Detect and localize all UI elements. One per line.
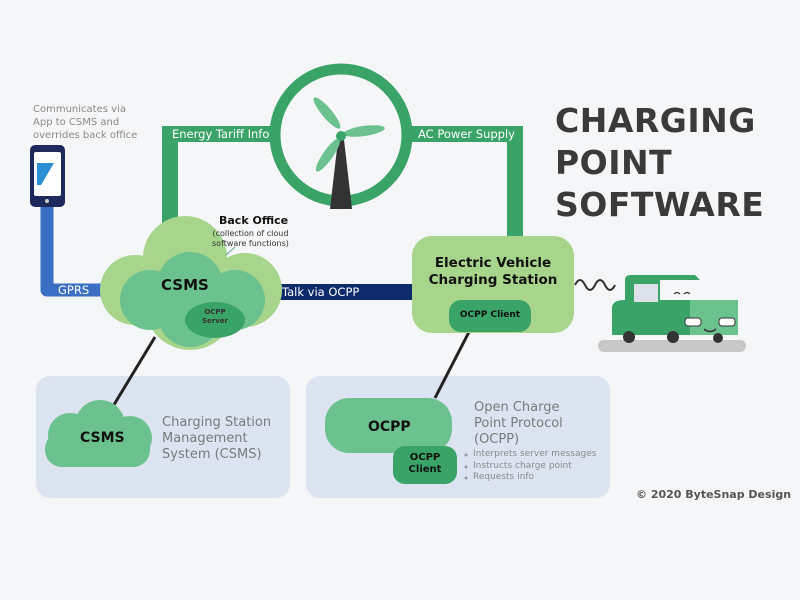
desc-line: Charging Station [162, 415, 272, 430]
csms-cloud [100, 216, 282, 350]
desc-line: software functions) [212, 239, 289, 248]
note-line: overrides back office [33, 130, 138, 141]
wind-turbine-icon [269, 63, 413, 209]
desc-line: Open Charge [474, 400, 560, 415]
note-line: App to CSMS and [33, 117, 120, 128]
ac-power-label: AC Power Supply [418, 127, 515, 141]
desc-line: Management [162, 431, 248, 446]
cable [574, 279, 616, 291]
ocpp-link [270, 284, 415, 300]
gprs-link [40, 200, 120, 297]
ocpp-client-label: OCPP Client [459, 310, 521, 320]
phone-note: Communicates via App to CSMS and overrid… [33, 103, 137, 142]
note-line: Communicates via [33, 104, 126, 115]
bullet-dots [464, 453, 468, 480]
connector-line [433, 329, 472, 399]
server-line: Server [201, 317, 228, 325]
ocpp-legend-shape [325, 398, 452, 453]
desc-line: (collection of cloud [212, 229, 289, 238]
client-line: OCPP [409, 452, 441, 463]
energy-tariff-label: Energy Tariff Info [172, 127, 270, 141]
desc-line: (OCPP) [474, 432, 520, 447]
gprs-label: GPRS [58, 283, 90, 297]
connector-line [110, 336, 157, 409]
client-line: Client [408, 464, 442, 475]
bullet-item: Instructs charge point [473, 460, 572, 471]
csms-legend-desc: Charging Station Management System (CSMS… [162, 415, 271, 463]
title-line: CHARGING [555, 101, 756, 140]
ocpp-client-legend-label: OCPP Client [393, 452, 457, 476]
back-office-desc: (collection of cloud software functions) [212, 229, 289, 249]
talk-ocpp-label: Talk via OCPP [282, 285, 360, 299]
ocpp-client-badge [449, 300, 531, 332]
back-office-title: Back Office [219, 214, 289, 227]
csms-label: CSMS [161, 276, 209, 294]
station-line: Electric Vehicle [434, 255, 552, 271]
ocpp-legend-desc: Open Charge Point Protocol (OCPP) [474, 400, 563, 448]
page-title: CHARGING POINT SOFTWARE [555, 100, 764, 226]
bullet-item: Interprets server messages [473, 449, 597, 459]
ocpp-legend-label: OCPP [368, 419, 411, 435]
title-line: SOFTWARE [555, 185, 765, 224]
ocpp-client-legend-badge [393, 446, 457, 484]
csms-legend-cloud [45, 400, 152, 467]
ocpp-bullets: Interprets server messages Instructs cha… [473, 449, 596, 484]
car-icon [598, 275, 746, 352]
ocpp-server-label: OCPP Server [200, 308, 230, 326]
phone-icon [30, 145, 65, 207]
desc-line: System (CSMS) [162, 447, 262, 462]
station-line: Charging Station [428, 272, 558, 288]
server-line: OCPP [204, 308, 226, 316]
bullet-item: Requests info [473, 472, 534, 482]
copyright: © 2020 ByteSnap Design [636, 488, 792, 501]
title-line: POINT [555, 143, 673, 182]
charging-station-label: Electric Vehicle Charging Station [412, 255, 574, 289]
desc-line: Point Protocol [474, 416, 563, 431]
csms-legend-label: CSMS [80, 430, 125, 446]
